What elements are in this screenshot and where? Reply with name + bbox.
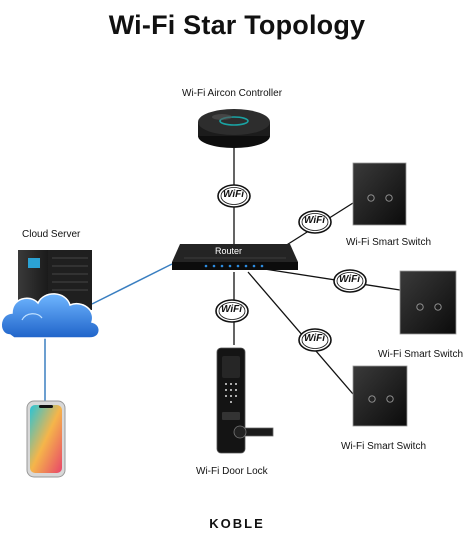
link-router-cloud <box>91 263 173 305</box>
wifi-badge-aircon-text: WiFi <box>223 189 245 200</box>
wifi-badge-switch1 <box>298 210 332 234</box>
wifi-badge-switch3-text: WiFi <box>304 333 326 344</box>
wifi-badge-switch2-text: WiFi <box>339 274 361 285</box>
router-icon <box>172 244 298 270</box>
link-router-switch3 <box>247 271 354 395</box>
wifi-badge-doorlock <box>215 299 249 323</box>
wifi-badge-aircon <box>217 184 251 208</box>
cloud-server-label: Cloud Server <box>22 229 81 240</box>
router-label: Router <box>215 246 243 256</box>
smart-switch-3-icon <box>352 365 408 427</box>
door-lock-icon <box>216 347 274 454</box>
wifi-badge-switch3 <box>298 328 332 352</box>
smart-switch-1-label: Wi-Fi Smart Switch <box>346 237 431 248</box>
wifi-badge-doorlock-text: WiFi <box>221 304 243 315</box>
diagram-title: Wi-Fi Star Topology <box>108 10 366 40</box>
smart-switch-1-icon <box>352 162 407 226</box>
wifi-badge-switch1-text: WiFi <box>304 215 326 226</box>
door-lock-label: Wi-Fi Door Lock <box>196 466 268 477</box>
cloud-icon <box>0 293 100 339</box>
smart-switch-3-label: Wi-Fi Smart Switch <box>341 441 426 452</box>
link-router-switch2 <box>257 267 401 291</box>
smart-switch-2-icon <box>399 270 457 335</box>
aircon-controller-label: Wi-Fi Aircon Controller <box>182 88 283 99</box>
wifi-badge-switch2 <box>333 269 367 293</box>
aircon-controller-icon <box>198 109 270 148</box>
smart-switch-2-label: Wi-Fi Smart Switch <box>378 349 463 360</box>
brand-logo-text: KOBLE <box>209 516 265 531</box>
smartphone-icon <box>26 400 66 478</box>
